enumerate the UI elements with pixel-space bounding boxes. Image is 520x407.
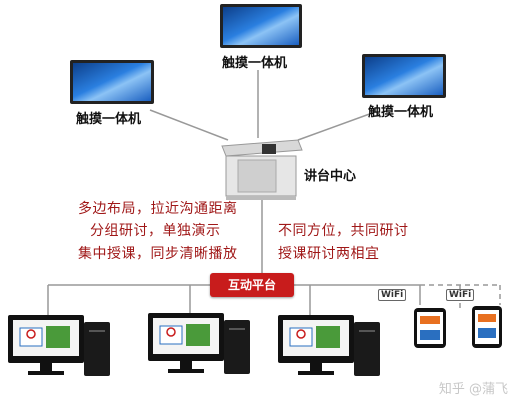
- interactive-platform: 互动平台: [210, 273, 294, 297]
- right-display-label: 触摸一体机: [368, 105, 434, 120]
- watermark: 知乎 @蒲飞: [438, 382, 508, 397]
- display-links: [47, 70, 421, 318]
- computer-1-graphic: [8, 315, 110, 376]
- podium-label: 讲台中心: [304, 169, 357, 184]
- left-display-graphic: [70, 60, 154, 104]
- top-display-graphic: [220, 4, 302, 48]
- feature-left-1: 多边布局，拉近沟通距离: [78, 201, 238, 217]
- right-display-graphic: [362, 54, 446, 98]
- feature-left-2: 分组研讨，单独演示: [90, 223, 221, 239]
- feature-left-3: 集中授课，同步清晰播放: [78, 246, 238, 262]
- wifi-badge-1: WiFi: [378, 289, 407, 301]
- computer-2-graphic: [148, 313, 250, 374]
- feature-right-2: 授课研讨两相宜: [278, 246, 380, 262]
- wifi-badge-2: WiFi: [446, 289, 475, 301]
- top-display-label: 触摸一体机: [222, 56, 288, 71]
- feature-right-1: 不同方位，共同研讨: [278, 223, 409, 239]
- tablet-1-graphic: [414, 308, 446, 348]
- computer-3-graphic: [278, 315, 380, 376]
- tablet-2-graphic: [472, 306, 502, 348]
- left-display-label: 触摸一体机: [76, 112, 142, 127]
- podium-graphic: [221, 139, 303, 200]
